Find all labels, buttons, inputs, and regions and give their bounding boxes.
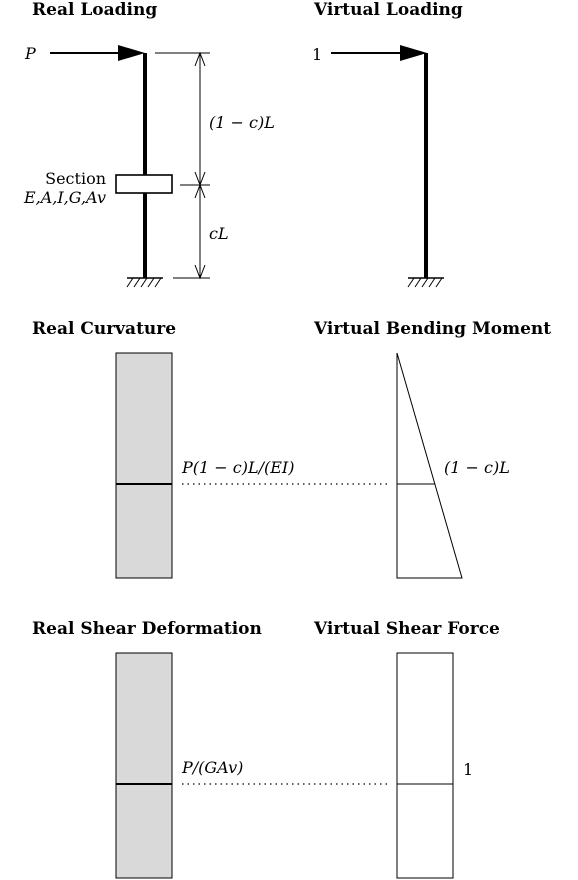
real-shear-diagram: P/(GAv): [115, 652, 390, 879]
curvature-value: P(1 − c)L/(EI): [181, 458, 294, 477]
dim-label-upper: (1 − c)L: [209, 113, 275, 132]
shear-force-block: [396, 652, 454, 879]
load-arrowhead: [118, 45, 145, 61]
real-loading-frame: P Section E,A,I,G,Av: [23, 44, 275, 288]
section-properties: E,A,I,G,Av: [23, 188, 106, 207]
section-box: [115, 174, 173, 194]
title-virtual-loading: Virtual Loading: [313, 0, 463, 20]
moment-triangle: [396, 352, 463, 579]
shear-force-value: 1: [463, 760, 473, 779]
dim-label-lower: cL: [209, 224, 229, 243]
shear-deformation-value: P/(GAv): [181, 758, 243, 777]
title-real-curvature: Real Curvature: [32, 319, 176, 339]
section-label: Section: [45, 169, 106, 188]
title-real-loading: Real Loading: [32, 0, 157, 20]
virtual-fixed-support: [407, 277, 444, 288]
fixed-support: [126, 277, 163, 288]
dimension-lines: [155, 51, 210, 280]
shear-deformation-block: [115, 652, 173, 879]
virtual-loading-frame: 1: [312, 45, 444, 288]
real-curvature-diagram: P(1 − c)L/(EI): [115, 352, 390, 579]
virtual-moment-diagram: (1 − c)L: [396, 352, 510, 579]
unit-load-label: 1: [312, 45, 322, 64]
virtual-shear-diagram: 1: [396, 652, 473, 879]
load-label-P: P: [24, 44, 36, 63]
title-virtual-shear-force: Virtual Shear Force: [313, 619, 500, 639]
title-real-shear-deformation: Real Shear Deformation: [32, 619, 262, 639]
curvature-block: [115, 352, 173, 579]
moment-value: (1 − c)L: [444, 458, 510, 477]
title-virtual-bending-moment: Virtual Bending Moment: [313, 319, 551, 339]
unit-load-arrowhead: [400, 45, 427, 61]
